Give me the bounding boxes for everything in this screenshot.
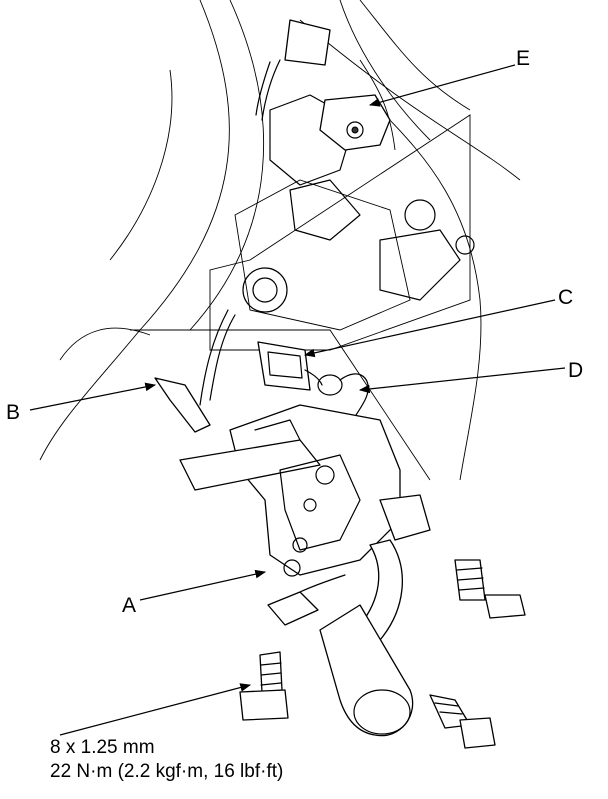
bolt-right-upper — [454, 559, 526, 619]
part-c-connector — [257, 341, 311, 391]
part-b-harness-clip — [154, 309, 236, 433]
bolt-left-lower — [239, 651, 289, 721]
body-contour-lines — [39, 0, 521, 481]
lower-connector — [267, 574, 346, 626]
callout-e-label: E — [516, 47, 531, 70]
bolt-torque-spec: 22 N·m (2.2 kgf·m, 16 lbf·ft) — [50, 761, 284, 782]
part-e-bracket — [319, 94, 391, 151]
callout-b-label: B — [6, 401, 21, 424]
callout-d-label: D — [568, 359, 584, 382]
leader-lines — [29, 64, 566, 736]
bolt-right-lower — [429, 694, 496, 749]
upper-harness-connector — [255, 19, 331, 121]
callout-c-label: C — [558, 286, 574, 309]
bolt-thread-spec: 8 x 1.25 mm — [50, 737, 155, 758]
shift-knob — [319, 604, 414, 737]
part-a-shift-lever-base — [179, 404, 431, 577]
callout-a-label: A — [122, 594, 137, 617]
upper-console-frame — [130, 94, 475, 481]
